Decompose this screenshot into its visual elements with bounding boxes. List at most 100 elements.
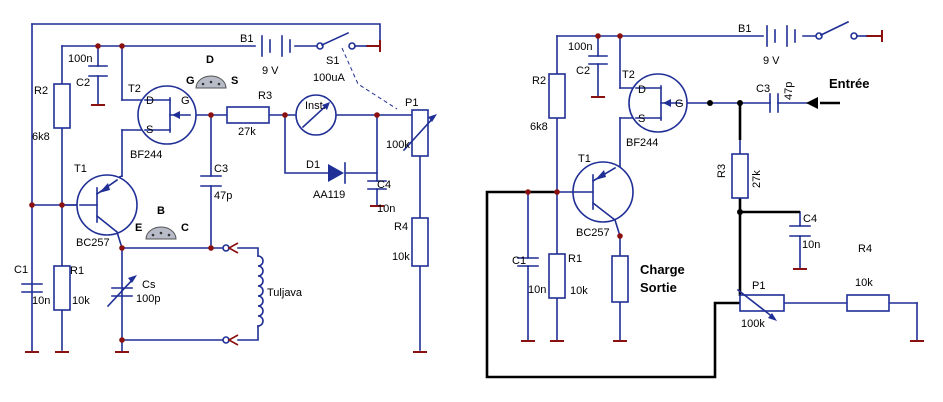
right-c3-label: C3: [756, 83, 770, 95]
meter-label: Inst.: [305, 100, 326, 112]
right-r4-label: R4: [858, 243, 872, 255]
right-c1-value: 10n: [528, 284, 546, 296]
right-t2-s: S: [638, 113, 645, 125]
right-c2-value: 100n: [568, 41, 592, 53]
right-grounds: [520, 30, 925, 342]
t2-d: D: [146, 95, 154, 107]
right-resistor-r3: R3 27k: [716, 153, 763, 199]
pkg-t2-g: G: [186, 75, 195, 87]
right-c2-label: C2: [576, 65, 590, 77]
resistor-r4: R4 10k: [392, 217, 429, 267]
right-transistor-t1: T1 BC257: [572, 153, 634, 239]
right-junctions: [525, 33, 743, 239]
coil-label: Tuljava: [267, 287, 303, 299]
right-capacitor-c2: 100n C2: [568, 41, 608, 77]
d1-label: D1: [306, 159, 320, 171]
meter-value: 100uA: [313, 72, 345, 84]
c4-label: C4: [377, 179, 391, 191]
right-capacitor-c1: C1 10n: [512, 255, 546, 296]
left-schematic: B1 9 V S1 100n C2 R2 6k8: [14, 23, 437, 353]
capacitor-c1: C1 10n: [14, 264, 50, 307]
right-c1-label: C1: [512, 255, 526, 267]
left-wires: [31, 23, 421, 353]
load-resistor: Charge Sortie: [611, 255, 685, 303]
right-schematic: B1 9 V 100n C2 R2 6k8: [485, 20, 925, 379]
right-capacitor-c4: C4 10n: [789, 213, 820, 251]
cs-value: 100p: [136, 293, 160, 305]
resistor-r3: R3 27k: [226, 90, 272, 138]
t2-type: BF244: [130, 149, 162, 161]
t2-g: G: [181, 95, 190, 107]
right-battery-b1: B1 9 V: [738, 23, 796, 67]
right-t2-label: T2: [622, 69, 635, 81]
resistor-r1: R1 10k: [53, 265, 90, 311]
c3-value: 47p: [214, 190, 232, 202]
right-resistor-r4: R4 10k: [846, 243, 890, 312]
r4-value: 10k: [392, 251, 410, 263]
left-grounds: [24, 40, 428, 353]
transistor-t1: T1 BC257: [74, 163, 138, 249]
r2-label: R2: [34, 85, 48, 97]
right-p1-label: P1: [752, 280, 765, 292]
s1-label: S1: [326, 55, 339, 67]
t1-package-pinout: E B C: [135, 205, 189, 240]
c1-label: C1: [14, 264, 28, 276]
battery-b1: B1 9 V: [240, 33, 291, 77]
cs-label: Cs: [142, 279, 156, 291]
right-bold-wires: [485, 97, 840, 379]
r1-value: 10k: [72, 295, 90, 307]
r4-label: R4: [394, 221, 408, 233]
right-r2-value: 6k8: [530, 121, 548, 133]
right-r3-label: R3: [716, 164, 728, 178]
c2-label: C2: [76, 77, 90, 89]
right-switch: [815, 20, 867, 40]
right-t1-type: BC257: [576, 227, 610, 239]
meter: Inst. 100uA: [295, 72, 345, 136]
pkg-t1-c: C: [181, 222, 189, 234]
right-b1-value: 9 V: [763, 55, 780, 67]
r3-value: 27k: [238, 126, 256, 138]
t2-package-pinout: G D S: [186, 54, 238, 89]
right-t2-d: D: [638, 84, 646, 96]
b1-label: B1: [240, 33, 253, 45]
right-c3-value: 47p: [783, 82, 795, 100]
switch-s1: S1: [316, 31, 398, 110]
right-r2-label: R2: [532, 75, 546, 87]
c3-label: C3: [214, 163, 228, 175]
potentiometer-p1: P1 100k: [386, 97, 437, 157]
t1-type: BC257: [76, 237, 110, 249]
pkg-t1-e: E: [135, 222, 142, 234]
right-r1-value: 10k: [570, 285, 588, 297]
capacitor-c4: C4 10n: [367, 179, 395, 215]
pkg-t2-d: D: [206, 54, 214, 66]
right-b1-label: B1: [738, 23, 751, 35]
capacitor-cs: Cs 100p: [106, 275, 160, 308]
t2-label: T2: [128, 83, 141, 95]
right-r4-value: 10k: [855, 277, 873, 289]
p1-value: 100k: [386, 139, 410, 151]
r2-value: 6k8: [32, 131, 50, 143]
right-capacitor-c3: C3 47p: [756, 82, 795, 113]
r1-label: R1: [70, 265, 84, 277]
right-p1-value: 100k: [741, 318, 765, 330]
t1-label: T1: [74, 163, 87, 175]
right-r1-label: R1: [568, 253, 582, 265]
pkg-t1-b: B: [157, 205, 165, 217]
capacitor-c3: C3 47p: [200, 163, 232, 202]
b1-value: 9 V: [262, 65, 279, 77]
c2-value: 100n: [68, 53, 92, 65]
load-label-line2: Sortie: [640, 280, 677, 295]
load-label-line1: Charge: [640, 262, 685, 277]
resistor-r2: R2 6k8: [32, 83, 71, 143]
left-junctions: [29, 43, 380, 343]
right-t1-label: T1: [578, 153, 591, 165]
d1-type: AA119: [313, 189, 345, 201]
right-c4-label: C4: [803, 213, 817, 225]
p1-label: P1: [405, 97, 418, 109]
right-resistor-r2: R2 6k8: [530, 73, 566, 133]
right-resistor-r1: R1 10k: [548, 253, 588, 299]
right-transistor-t2: D S G T2 BF244: [622, 69, 688, 149]
t2-s: S: [146, 124, 153, 136]
diode-d1: D1 AA119: [306, 159, 346, 201]
